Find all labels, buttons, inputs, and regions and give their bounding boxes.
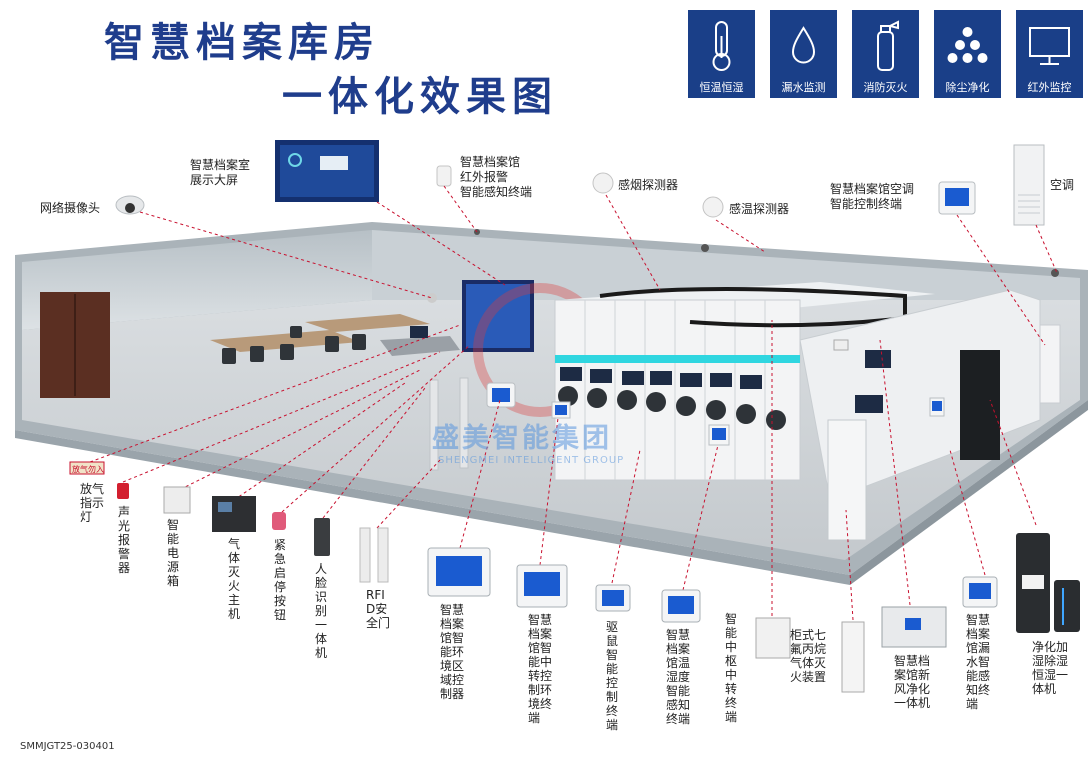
label-fresh-air: 智慧档案馆新风净化一体机 <box>894 654 931 710</box>
label-camera: 网络摄像头 <box>40 201 101 215</box>
ir-sensor-icon <box>436 165 452 187</box>
purifier-cabinet <box>960 350 1000 460</box>
feature-label: 红外监控 <box>1027 81 1072 94</box>
label-fire-host: 气体灭火主机 <box>228 537 241 621</box>
label-relay-hub: 智能中枢中转终端 <box>725 612 738 724</box>
feature-tile-thermometer: 恒温恒湿 <box>688 10 755 98</box>
back-wall-right <box>372 230 1080 300</box>
page-title-line2: 一体化效果图 <box>282 73 558 120</box>
leader-lines <box>89 185 1058 621</box>
smoke-detector-icon <box>592 172 614 194</box>
label-relay-controller: 智慧档案馆智能中转控制环境终端 <box>528 613 553 725</box>
label-release-lamp: 放气指示灯 <box>80 482 105 524</box>
page-title-line1: 智慧档案库房 <box>104 19 380 66</box>
label-power-box: 智能电源箱 <box>167 518 180 588</box>
feature-tile-monitor: 红外监控 <box>1016 10 1083 98</box>
extinguisher-cabinet-icon <box>841 621 865 693</box>
feature-label: 恒温恒湿 <box>699 81 744 94</box>
water-drop-icon <box>791 26 816 64</box>
ac-floor-unit-room <box>1039 324 1061 404</box>
label-temp: 感温探测器 <box>729 202 790 216</box>
label-leak-terminal: 智慧档案馆漏水智能感知终端 <box>966 613 991 711</box>
fire-host-icon <box>212 496 256 532</box>
fire-extinguisher-icon <box>877 20 899 71</box>
face-terminal-icon <box>314 518 330 556</box>
label-rfid-gate: RFID安全门 <box>366 588 391 630</box>
wall-cut-right <box>850 400 1088 585</box>
label-face-terminal: 人脸识别一体机 <box>315 562 328 660</box>
label-sound-alarm: 声光报警器 <box>118 505 131 575</box>
feature-label: 除尘净化 <box>945 81 990 94</box>
emergency-button-icon <box>272 512 286 530</box>
label-zone-controller: 智慧档案馆智能环境区域控制器 <box>440 603 465 701</box>
label-screen: 智慧档案室展示大屏 <box>190 158 251 187</box>
air-conditioner-icon <box>1013 144 1045 226</box>
feature-label: 消防灭火 <box>863 81 908 94</box>
thermometer-icon <box>712 21 731 71</box>
document-code: SMMJGT25-030401 <box>20 741 115 752</box>
gas-extinguisher-cabinet <box>827 419 867 541</box>
label-humidifier: 净化加湿除湿恒湿一体机 <box>1032 640 1069 696</box>
label-emergency-button: 紧急启停按钮 <box>274 538 287 622</box>
feature-tile-water: 漏水监测 <box>770 10 837 98</box>
feature-tile-fire: 消防灭火 <box>852 10 919 98</box>
monitor-icon <box>1029 27 1070 65</box>
dust-particles-icon <box>947 27 988 63</box>
heat-detector-icon <box>702 196 724 218</box>
label-temp-terminal: 智慧档案馆温湿度智能感知终端 <box>666 628 691 726</box>
power-box-icon <box>163 486 191 514</box>
feature-label: 漏水监测 <box>781 81 826 94</box>
label-ac: 空调 <box>1050 178 1075 192</box>
release-sign-text: 放气勿入 <box>72 465 104 474</box>
feature-tile-dust: 除尘净化 <box>934 10 1001 98</box>
meeting-table <box>305 314 430 332</box>
meeting-table <box>210 330 360 352</box>
rfid-gate-icon <box>359 527 371 583</box>
watermark-cn: 盛美智能集团 <box>432 423 612 454</box>
watermark-en: SHENGMEI INTELLIGENT GROUP <box>438 455 625 466</box>
relay-hub-icon <box>755 617 791 659</box>
release-sign-icon <box>69 461 105 475</box>
alarm-icon <box>117 483 129 499</box>
label-ir-alarm: 智慧档案馆红外报警智能感知终端 <box>460 155 533 199</box>
label-ac-terminal: 智慧档案馆空调智能控制终端 <box>830 182 915 211</box>
label-smoke: 感烟探测器 <box>618 178 679 192</box>
label-rodent-controller: 驱鼠智能控制终端 <box>606 620 619 732</box>
label-extinguisher: 柜式七氟丙烷气体灭火装置 <box>790 628 827 684</box>
wall-cut-front <box>15 430 850 585</box>
